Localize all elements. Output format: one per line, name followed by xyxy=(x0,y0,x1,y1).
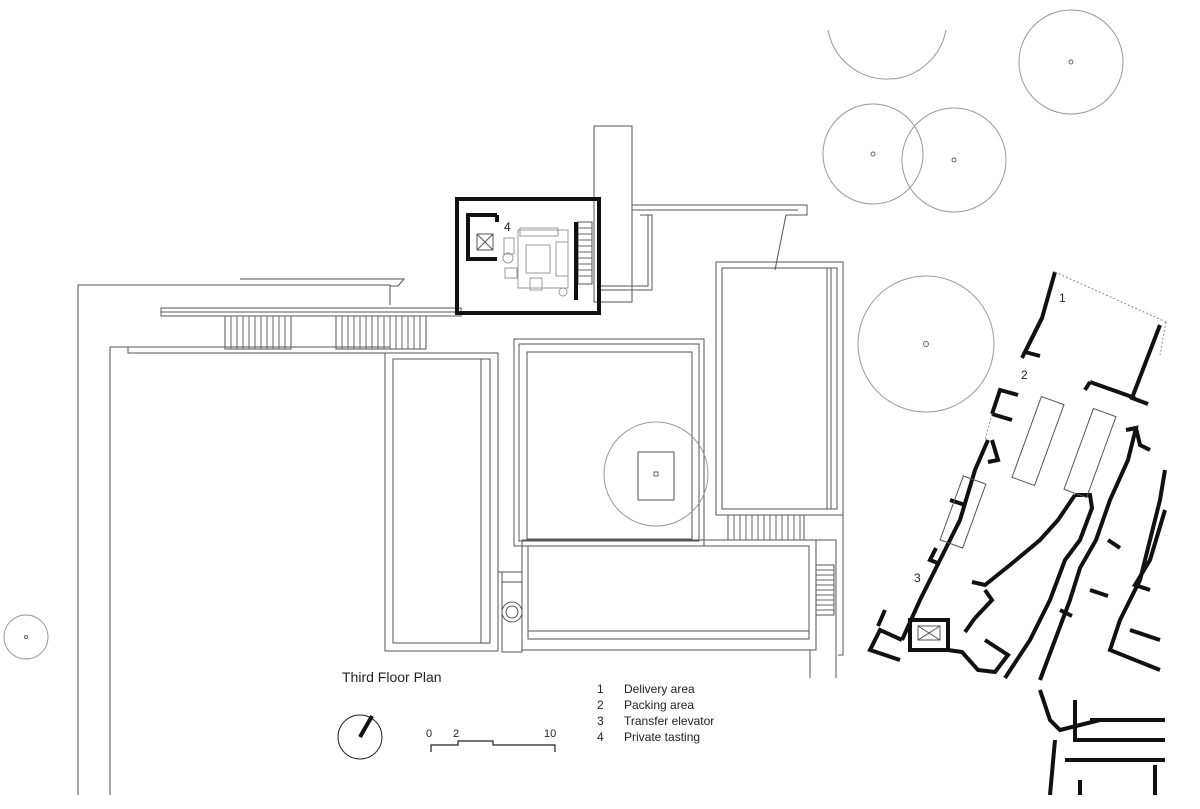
tree-canopy xyxy=(857,275,995,413)
legend-label: Delivery area xyxy=(624,682,695,696)
room-tag-elevator: 3 xyxy=(914,571,921,585)
tree-canopy-top xyxy=(827,29,947,80)
tree-canopy xyxy=(1018,9,1124,115)
trees xyxy=(3,9,1124,660)
work-table xyxy=(1011,395,1065,487)
stairs-middle xyxy=(335,315,427,350)
room-tag-tasting: 4 xyxy=(504,220,511,234)
work-table xyxy=(1063,407,1117,499)
roof-panel-right xyxy=(715,261,844,516)
tower xyxy=(593,125,633,303)
roof-panel-center xyxy=(513,338,705,547)
scale-label-0: 0 xyxy=(426,728,432,740)
room-tag-packing: 2 xyxy=(1021,368,1028,382)
legend-number: 3 xyxy=(597,714,604,728)
legend-number: 4 xyxy=(597,730,604,744)
roof-panel-left xyxy=(384,352,499,652)
legend-label: Private tasting xyxy=(624,730,700,744)
north-arrow-icon xyxy=(337,714,383,760)
scale-label-10: 10 xyxy=(544,728,556,740)
stairs-left xyxy=(224,315,292,350)
scale-bar: 0 2 10 xyxy=(426,728,556,752)
legend-label: Transfer elevator xyxy=(624,714,714,728)
skylight-dome xyxy=(603,421,709,527)
winery-wing: 1 2 3 xyxy=(867,271,1167,796)
roof-panel-bottom xyxy=(521,539,817,651)
private-tasting-room: 4 xyxy=(455,197,601,315)
scale-label-2: 2 xyxy=(453,728,459,740)
round-fixture xyxy=(501,601,523,623)
room-tag-delivery: 1 xyxy=(1059,291,1066,305)
legend-number: 1 xyxy=(597,682,604,696)
legend: 1 Delivery area 2 Packing area 3 Transfe… xyxy=(597,682,714,744)
tree-canopy xyxy=(3,614,49,660)
stairs-lower-right xyxy=(815,564,835,616)
work-table xyxy=(939,475,987,549)
legend-label: Packing area xyxy=(624,698,694,712)
tree-canopy xyxy=(822,103,924,205)
plan-title: Third Floor Plan xyxy=(342,669,442,685)
legend-number: 2 xyxy=(597,698,604,712)
tree-canopy xyxy=(901,107,1007,213)
main-building-outline xyxy=(77,125,844,795)
skylight xyxy=(637,451,675,501)
stairs-right xyxy=(727,514,805,541)
